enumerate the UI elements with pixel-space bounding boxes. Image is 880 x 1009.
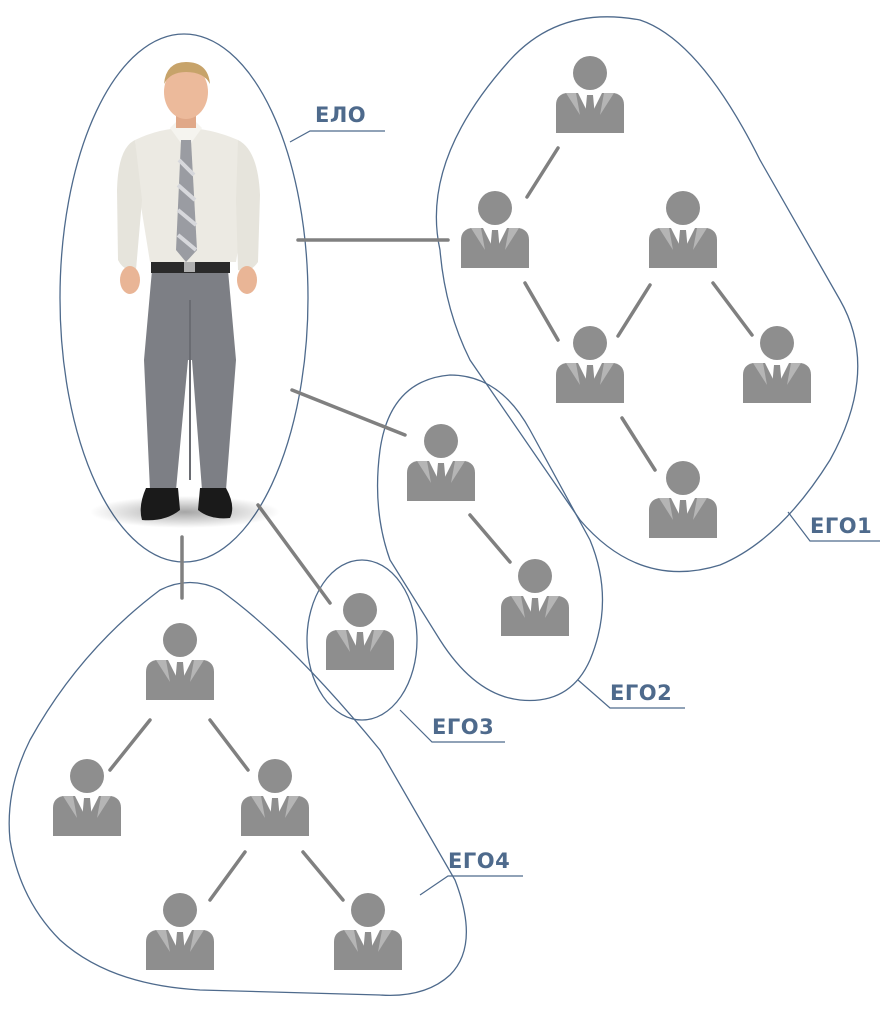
ego1-outline xyxy=(435,16,859,573)
ego2-label: ЕГО2 xyxy=(610,681,673,705)
ego2-member-person-icon xyxy=(407,424,475,501)
ego1-member-person-icon xyxy=(743,326,811,403)
ego1-label: ЕГО1 xyxy=(810,514,873,538)
ego3-label: ЕГО3 xyxy=(432,715,495,739)
man-photo xyxy=(90,62,280,528)
ego4-outline xyxy=(8,581,468,996)
ego4-member-person-icon xyxy=(241,759,309,836)
ego1-member-person-icon xyxy=(461,191,529,268)
elo-outline xyxy=(59,33,309,563)
ego2-outline xyxy=(376,374,604,702)
group-connectors xyxy=(180,238,450,605)
label-leaders xyxy=(289,130,880,896)
ego4-member-person-icon xyxy=(334,893,402,970)
ego1-member-person-icon xyxy=(649,461,717,538)
ego1-member-person-icon xyxy=(556,326,624,403)
ego3-outline xyxy=(306,559,418,721)
ego3-member-person-icon xyxy=(326,593,394,670)
ego1-member-person-icon xyxy=(556,56,624,133)
ego2-member-person-icon xyxy=(501,559,569,636)
ego1-member-person-icon xyxy=(649,191,717,268)
elo-label: ЕЛО xyxy=(315,103,367,127)
ego4-member-person-icon xyxy=(146,623,214,700)
member-connectors xyxy=(108,146,754,902)
ego4-label: ЕГО4 xyxy=(448,849,511,873)
ego4-member-person-icon xyxy=(146,893,214,970)
